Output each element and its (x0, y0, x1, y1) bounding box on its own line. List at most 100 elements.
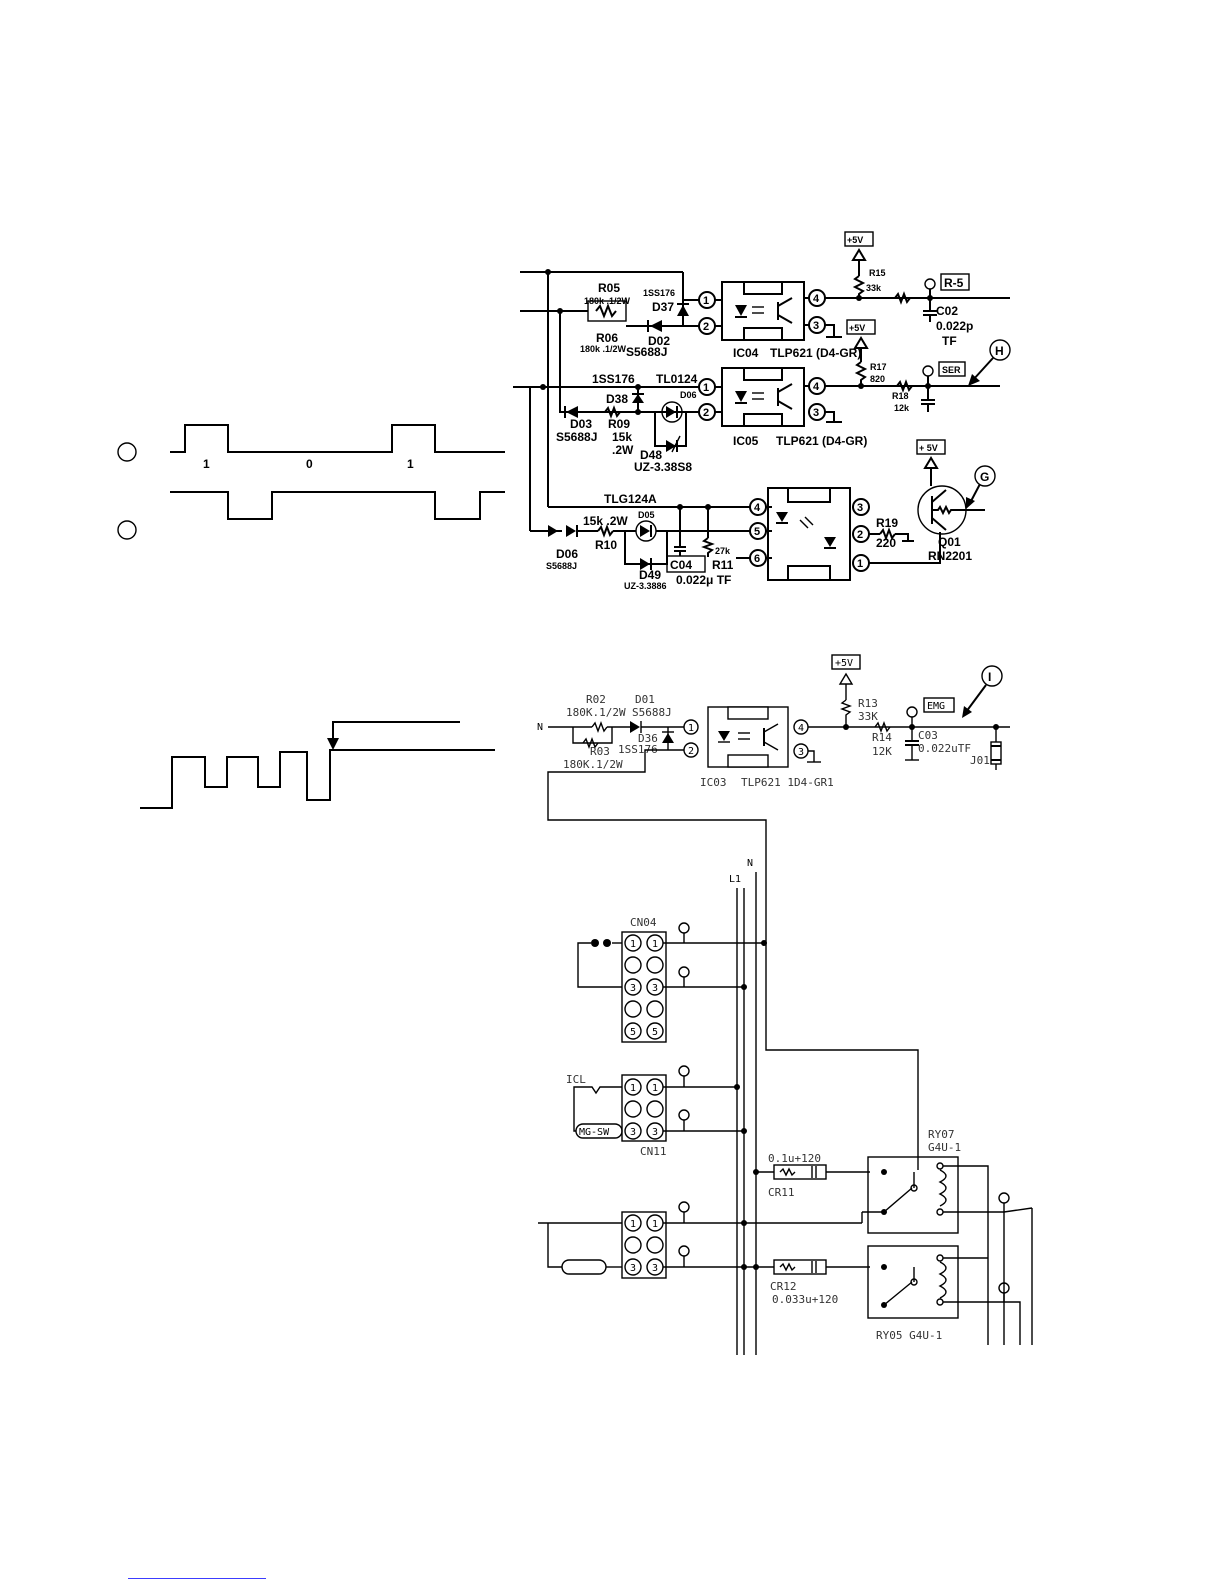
opto-pin1: 1 (857, 558, 863, 570)
ry07-ref: RY07 (928, 1128, 955, 1141)
d01-value: S5688J (632, 706, 672, 719)
waveform-2 (117, 491, 505, 540)
waveform-bit-3: 1 (407, 457, 414, 471)
r17-value: 820 (870, 374, 885, 384)
cn04-pin-a5: 5 (630, 1027, 636, 1038)
c02-value: 0.022p (936, 319, 973, 333)
d36-value: 1SS176 (618, 743, 658, 756)
opto-pin3: 3 (857, 502, 863, 514)
waveform-1-marker (117, 442, 137, 462)
q01-value: RN2201 (928, 549, 972, 563)
r18-ref: R18 (892, 391, 909, 401)
cr11-ref: CR11 (768, 1186, 795, 1199)
d49-ref: D49 (639, 568, 661, 582)
cn11-pin-b3: 3 (652, 1127, 658, 1138)
ic05-pin2: 2 (703, 407, 709, 419)
ic03-ref: IC03 (700, 776, 727, 789)
r03-value: 180K.1/2W (563, 758, 623, 771)
cn11-pin-a3: 3 (630, 1127, 636, 1138)
opto-pin5: 5 (754, 526, 760, 538)
rail-5v-bottom: +5V (835, 658, 853, 669)
d03-ref: D03 (570, 417, 592, 431)
cn04-pin-a1: 1 (630, 939, 636, 950)
top-circuit: R05 180k .1/2W R06 180k .1/2W D02 S5688J… (513, 231, 1011, 591)
ic03-pin1: 1 (688, 723, 694, 734)
c03-value: 0.022uTF (918, 742, 971, 755)
r10-value: 15k .2W (583, 514, 628, 528)
r13-value: 33K (858, 710, 878, 723)
ic03-value: TLP621 1D4-GR1 (741, 776, 834, 789)
r13-ref: R13 (858, 697, 878, 710)
c03-ref: C03 (918, 729, 938, 742)
cr12-ref: CR12 (770, 1280, 797, 1293)
c02-type: TF (942, 334, 957, 348)
r05-value: 180k .1/2W (584, 296, 631, 306)
waveform-2-marker (117, 520, 137, 540)
node-n: N (537, 722, 543, 733)
r15-ref: R15 (869, 268, 886, 278)
tag-ser: SER (942, 365, 961, 375)
r15-value: 33k (866, 283, 882, 293)
d48-value: UZ-3.38S8 (634, 460, 692, 474)
cn04-ref: CN04 (630, 916, 657, 929)
cn04-pin-a3: 3 (630, 983, 636, 994)
waveform-3 (140, 721, 495, 809)
callout-h: H (995, 344, 1004, 358)
r06-ref: R06 (596, 331, 618, 345)
mg-sw-label: MG-SW (579, 1127, 610, 1138)
r09-value: 15k (612, 430, 632, 444)
waveform-bit-2: 0 (306, 457, 313, 471)
d48-ref: D48 (640, 448, 662, 462)
d49-value: UZ-3.3886 (624, 581, 667, 591)
waveform-1: 1 0 1 (117, 424, 505, 471)
ic05-pin4: 4 (813, 381, 820, 393)
j01-ref: J01 (970, 754, 990, 767)
cn11-pin-a1: 1 (630, 1083, 636, 1094)
c02-ref: C02 (936, 304, 958, 318)
r19-value: 220 (876, 536, 896, 550)
tag-emg: EMG (927, 701, 945, 712)
d38-ref: D38 (606, 392, 628, 406)
ic04-pin3: 3 (813, 320, 819, 332)
ic04-pin4: 4 (813, 293, 820, 305)
rail-5v-2: +5V (849, 323, 865, 333)
icl-label: ICL (566, 1073, 586, 1086)
ic05-value: TLP621 (D4-GR) (776, 434, 867, 448)
ic05-ref: IC05 (733, 434, 759, 448)
ic04-pin2: 2 (703, 321, 709, 333)
cr11-value: 0.1u+120 (768, 1152, 821, 1165)
cn3-pin-a1: 1 (630, 1219, 636, 1230)
ic04-ref: IC04 (733, 346, 759, 360)
footer-rule (128, 1578, 266, 1579)
cn3-pin-a3: 3 (630, 1263, 636, 1274)
r11-value: 27k (715, 546, 731, 556)
ic03-pin4: 4 (798, 723, 804, 734)
r11-ref: R11 (712, 558, 734, 572)
d05-ref: D05 (638, 510, 655, 520)
ic05-pin1: 1 (703, 382, 709, 394)
cn04-pin-b1: 1 (652, 939, 658, 950)
opto-pin2: 2 (857, 529, 863, 541)
bottom-circuit: N R02 180K.1/2W D01 S5688J D36 1SS176 R0… (537, 654, 1010, 1170)
cn04-pin-b3: 3 (652, 983, 658, 994)
bus-n-label: N (747, 858, 753, 869)
cn3-pin-b1: 1 (652, 1219, 658, 1230)
ry07-value: G4U-1 (928, 1141, 961, 1154)
tag-r5: R-5 (944, 276, 964, 290)
r17-ref: R17 (870, 362, 887, 372)
r03-ref: R03 (590, 745, 610, 758)
waveform-bit-1: 1 (203, 457, 210, 471)
r10-ref: R10 (595, 538, 617, 552)
d06-value: S5688J (546, 561, 577, 571)
rail-5v-1: +5V (847, 235, 863, 245)
d02-value: S5688J (626, 345, 667, 359)
d01-ref: D01 (635, 693, 655, 706)
d37-ref: D37 (652, 300, 674, 314)
bus-l1-label: L1 (729, 874, 741, 885)
tlg124a-ref: TLG124A (604, 492, 657, 506)
d03-value: S5688J (556, 430, 597, 444)
cn04-pin-b5: 5 (652, 1027, 658, 1038)
opto-pin6: 6 (754, 553, 760, 565)
r09-ref: R09 (608, 417, 630, 431)
